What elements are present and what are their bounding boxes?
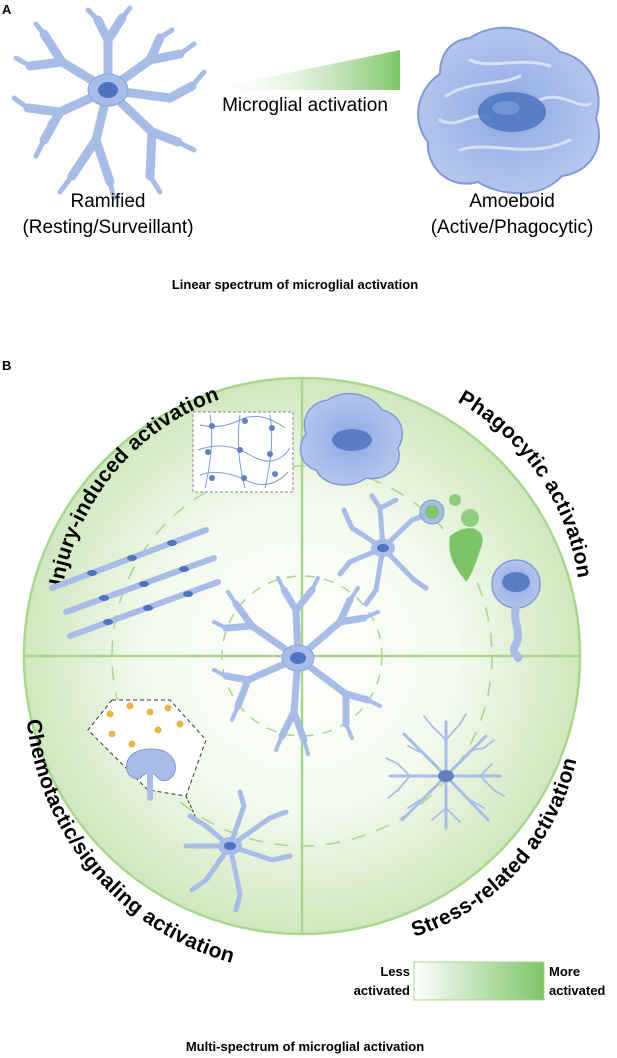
signaling-inset xyxy=(87,699,207,801)
ramified-label: Ramified xyxy=(71,191,146,212)
legend-less-label: Less xyxy=(380,964,410,979)
central-nucleus xyxy=(290,652,306,664)
panel-b-caption: Multi-spectrum of microglial activation xyxy=(186,1039,424,1054)
engulfed-debris xyxy=(419,494,483,582)
ramified-microglia-illustration xyxy=(11,5,207,201)
microglial-activation-label: Microglial activation xyxy=(222,95,388,116)
signaling-nucleus xyxy=(224,842,236,850)
activation-legend-bar xyxy=(413,961,545,1001)
outer-dashed-ring xyxy=(111,465,493,847)
phagocytic-amoeboid-cell xyxy=(299,392,403,486)
amoeboid-label: Amoeboid xyxy=(469,191,555,212)
inset-connector-line xyxy=(185,795,197,819)
phagocytosing-nucleus xyxy=(377,544,389,552)
inner-dashed-ring xyxy=(221,575,383,737)
legend-less-sublabel: activated xyxy=(354,983,410,998)
panel-b-letter: B xyxy=(2,358,11,373)
stalked-amoeboid-cell xyxy=(491,559,541,662)
panel-a-caption: Linear spectrum of microglial activation xyxy=(172,277,418,292)
amoeboid-microglia-illustration xyxy=(417,26,600,195)
legend-more-sublabel: activated xyxy=(549,983,605,998)
ramified-sublabel: (Resting/Surveillant) xyxy=(22,217,193,238)
injury-network-inset xyxy=(192,411,294,493)
hyper-ramified-soma xyxy=(438,770,454,782)
legend-more-label: More xyxy=(549,964,580,979)
phagocytosing-microglia xyxy=(337,493,431,607)
panel-a-letter: A xyxy=(2,2,12,17)
hyper-ramified-microglia xyxy=(385,713,505,830)
activation-gradient-wedge xyxy=(205,50,400,90)
ramified-nucleus xyxy=(98,82,118,98)
central-ramified-microglia xyxy=(212,576,382,756)
amoeboid-sublabel: (Active/Phagocytic) xyxy=(431,217,594,238)
rod-microglia-group xyxy=(49,527,221,639)
